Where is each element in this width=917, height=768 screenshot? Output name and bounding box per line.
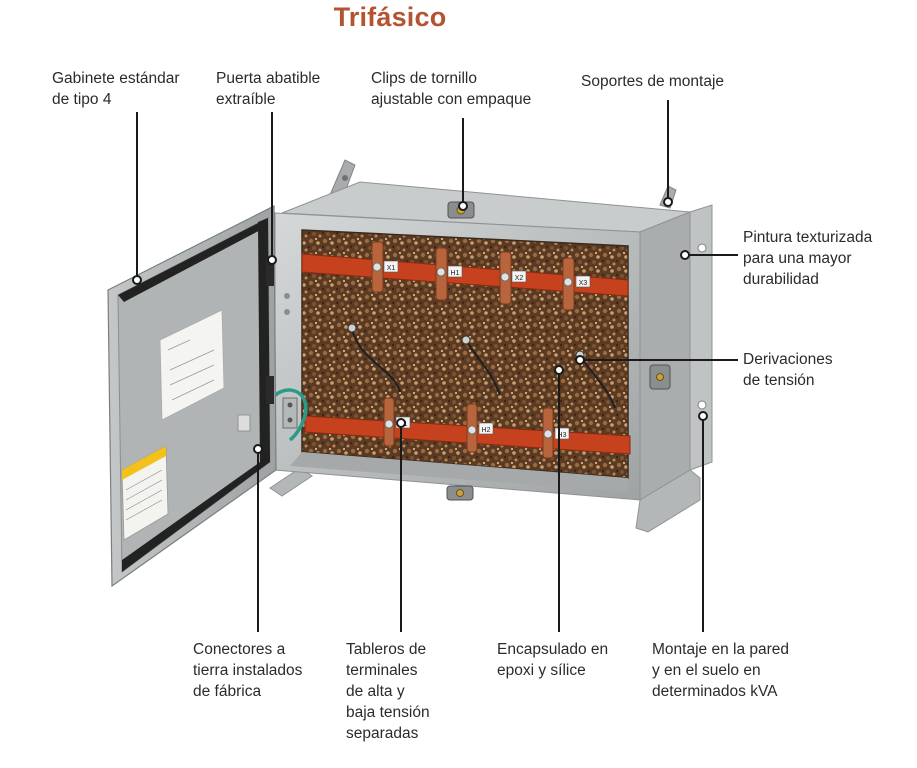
- label-brackets-line-1: Soportes de montaje: [581, 73, 725, 90]
- label-ground-line-1: Conectores a: [193, 641, 286, 658]
- label-cabinet: Gabinete estándar de tipo 4: [52, 68, 180, 110]
- label-taps-line-2: de tensión: [743, 372, 815, 389]
- label-boards-line-3: de alta y: [346, 683, 405, 700]
- label-paint-line-3: durabilidad: [743, 271, 819, 288]
- label-paint: Pintura texturizada para una mayor durab…: [743, 227, 872, 290]
- label-door-line-1: Puerta abatible: [216, 70, 321, 87]
- label-ground: Conectores a tierra instalados de fábric…: [193, 639, 302, 702]
- page-title: Trifásico: [333, 2, 447, 32]
- label-epoxy-line-2: epoxi y sílice: [497, 662, 586, 679]
- label-paint-line-2: para una mayor: [743, 250, 852, 267]
- label-boards: Tableros de terminales de alta y baja te…: [346, 639, 430, 744]
- label-clips: Clips de tornillo ajustable con empaque: [371, 68, 531, 110]
- label-cabinet-line-1: Gabinete estándar: [52, 70, 180, 87]
- label-boards-line-4: baja tensión: [346, 704, 430, 721]
- top-terminal-tags: X1 H1 X2 X3: [383, 260, 591, 288]
- label-door: Puerta abatible extraíble: [216, 68, 320, 110]
- label-cabinet-line-2: de tipo 4: [52, 91, 112, 108]
- label-ground-line-3: de fábrica: [193, 683, 262, 700]
- side-clip: [649, 364, 671, 390]
- label-mount: Montaje en la pared y en el suelo en det…: [652, 639, 789, 702]
- label-brackets: Soportes de montaje: [581, 71, 724, 92]
- label-door-line-2: extraíble: [216, 91, 276, 108]
- leader-lines: [136, 100, 738, 632]
- terminal-tag-x3: X3: [579, 280, 588, 287]
- label-mount-line-3: determinados kVA: [652, 683, 778, 700]
- side-flange: [689, 204, 713, 471]
- label-clips-line-1: Clips de tornillo: [371, 70, 477, 87]
- terminal-tag-x2: X2: [515, 275, 524, 282]
- terminal-tag-x1: X1: [387, 265, 396, 272]
- label-epoxy: Encapsulado en epoxi y sílice: [497, 639, 608, 681]
- leader-dots: [132, 197, 708, 454]
- floor-bracket: [635, 469, 701, 533]
- label-mount-line-1: Montaje en la pared: [652, 641, 790, 658]
- label-paint-line-1: Pintura texturizada: [743, 229, 873, 246]
- terminal-tag-h1: H1: [451, 270, 460, 277]
- terminal-tag-h3: H3: [558, 432, 567, 439]
- label-taps-line-1: Derivaciones: [743, 351, 833, 368]
- terminal-tag-h2: H2: [482, 427, 491, 434]
- hinged-door: [107, 205, 277, 588]
- label-mount-line-2: y en el suelo en: [652, 662, 761, 679]
- label-boards-line-1: Tableros de: [346, 641, 427, 658]
- label-taps: Derivaciones de tensión: [743, 349, 833, 391]
- label-boards-line-5: separadas: [346, 725, 419, 742]
- bottom-clip: [446, 485, 474, 501]
- label-epoxy-line-1: Encapsulado en: [497, 641, 609, 658]
- label-ground-line-2: tierra instalados: [193, 662, 303, 679]
- label-boards-line-2: terminales: [346, 662, 418, 679]
- label-clips-line-2: ajustable con empaque: [371, 91, 532, 108]
